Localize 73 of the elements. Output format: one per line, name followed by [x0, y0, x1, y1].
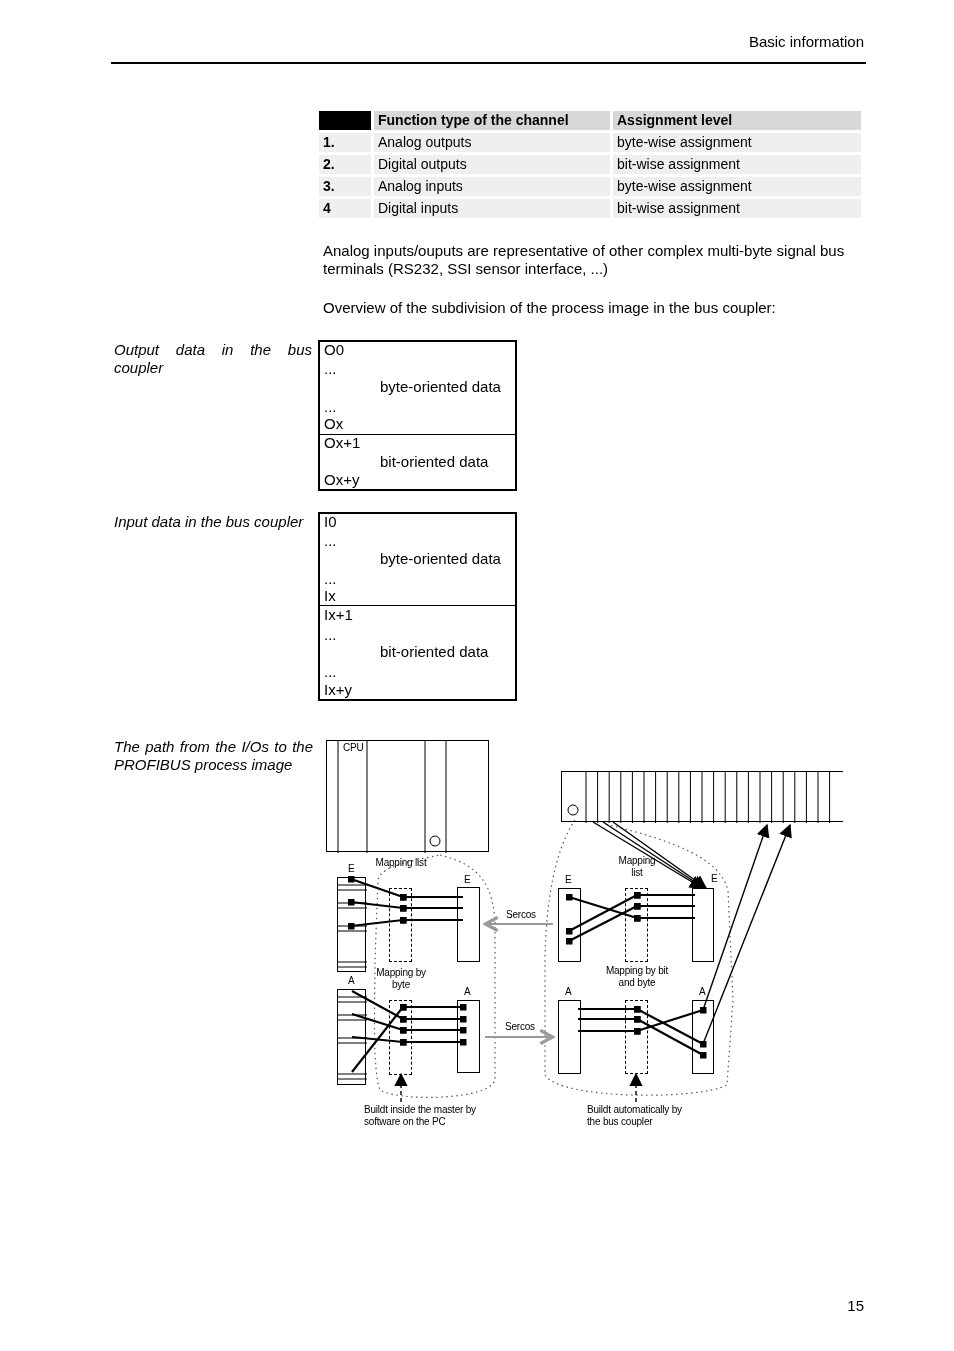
- process-image-text: byte-oriented data: [380, 550, 501, 568]
- mapping-line: [399, 916, 463, 924]
- side-heading: Input data in the bus coupler: [114, 513, 305, 531]
- process-image-text: ...: [324, 626, 337, 644]
- block-label: A: [464, 986, 471, 998]
- process-image-text: byte-oriented data: [380, 378, 501, 396]
- mapping-label: Mapping by byte: [375, 967, 427, 991]
- mapping-line: [399, 1026, 467, 1034]
- annotation-text: Buildt inside the master by software on the PC: [364, 1104, 477, 1128]
- table-cell: byte-wise assignment: [613, 177, 861, 196]
- table-cell: byte-wise assignment: [613, 133, 861, 152]
- process-image-text: Ox+y: [324, 471, 360, 489]
- process-image-text: ...: [324, 663, 337, 681]
- mapping-label: Mapping list: [374, 857, 428, 869]
- process-image-text: bit-oriented data: [380, 643, 489, 661]
- table-cell: 3.: [319, 177, 371, 196]
- mapping-line: [633, 902, 695, 910]
- process-image-text: ...: [324, 398, 337, 416]
- side-heading: Output data in the bus coupler: [114, 341, 312, 377]
- mapping-line: [399, 904, 463, 912]
- process-image-text: I0: [324, 513, 337, 531]
- process-image-text: ...: [324, 360, 337, 378]
- block-label: E: [711, 873, 718, 885]
- process-image-text: Ix+1: [324, 606, 353, 624]
- section-title: Basic information: [748, 33, 864, 51]
- mapping-label: Mapping list: [617, 855, 657, 879]
- table-header-cell: Function type of the channel: [374, 111, 610, 130]
- page-number: 15: [847, 1297, 864, 1315]
- block-label: A: [348, 975, 355, 987]
- process-image-text: Ox+1: [324, 434, 361, 452]
- block-label: E: [464, 874, 471, 886]
- block-label: A: [565, 986, 572, 998]
- mapping-line: [399, 1003, 467, 1011]
- table-cell: Digital outputs: [374, 155, 610, 174]
- side-heading: The path from the I/Os to the PROFIBUS process image: [114, 738, 313, 774]
- table-cell: bit-wise assignment: [613, 199, 861, 218]
- mapping-line: [399, 1015, 467, 1023]
- table-cell: bit-wise assignment: [613, 155, 861, 174]
- arrow: [484, 915, 553, 933]
- mapping-line: [633, 914, 695, 922]
- process-image-text: Ox: [324, 415, 344, 433]
- table-cell: Digital inputs: [374, 199, 610, 218]
- body-paragraph: Analog inputs/ouputs are representative of other complex multi-byte signal bus terminals (RS232, SSI sensor interface, ...): [323, 242, 846, 278]
- table-cell: Analog outputs: [374, 133, 610, 152]
- block-label: E: [348, 863, 355, 875]
- process-image-text: O0: [324, 341, 344, 359]
- edge-label: Sercos: [505, 909, 537, 921]
- mapping-line: [399, 1038, 467, 1046]
- body-paragraph: Overview of the subdivision of the process image in the bus coupler:: [323, 299, 777, 317]
- table-cell: 1.: [319, 133, 371, 152]
- table-cell: 4: [319, 199, 371, 218]
- process-image-text: ...: [324, 532, 337, 550]
- arrow: [485, 1028, 554, 1046]
- block-label: A: [699, 986, 706, 998]
- mapping-label: Mapping by bit and byte: [604, 965, 670, 989]
- process-image-text: Ix: [324, 587, 336, 605]
- mapping-line: [633, 891, 695, 899]
- process-image-text: ...: [324, 570, 337, 588]
- process-image-text: bit-oriented data: [380, 453, 489, 471]
- table-cell: Analog inputs: [374, 177, 610, 196]
- block-label: E: [565, 874, 572, 886]
- mapping-line: [633, 1006, 707, 1035]
- mapping-line: [399, 893, 463, 901]
- edge-label: Sercos: [504, 1021, 536, 1033]
- annotation-text: Buildt automatically by the bus coupler: [587, 1104, 683, 1128]
- leader-arrow: [629, 1072, 643, 1103]
- mapping-line: [633, 1015, 707, 1059]
- rack-label: CPU: [343, 742, 364, 754]
- process-image-text: Ix+y: [324, 681, 352, 699]
- table-cell: 2.: [319, 155, 371, 174]
- leader-arrow: [394, 1072, 408, 1103]
- mapping-line: [633, 1005, 707, 1048]
- table-header-cell: Assignment level: [613, 111, 861, 130]
